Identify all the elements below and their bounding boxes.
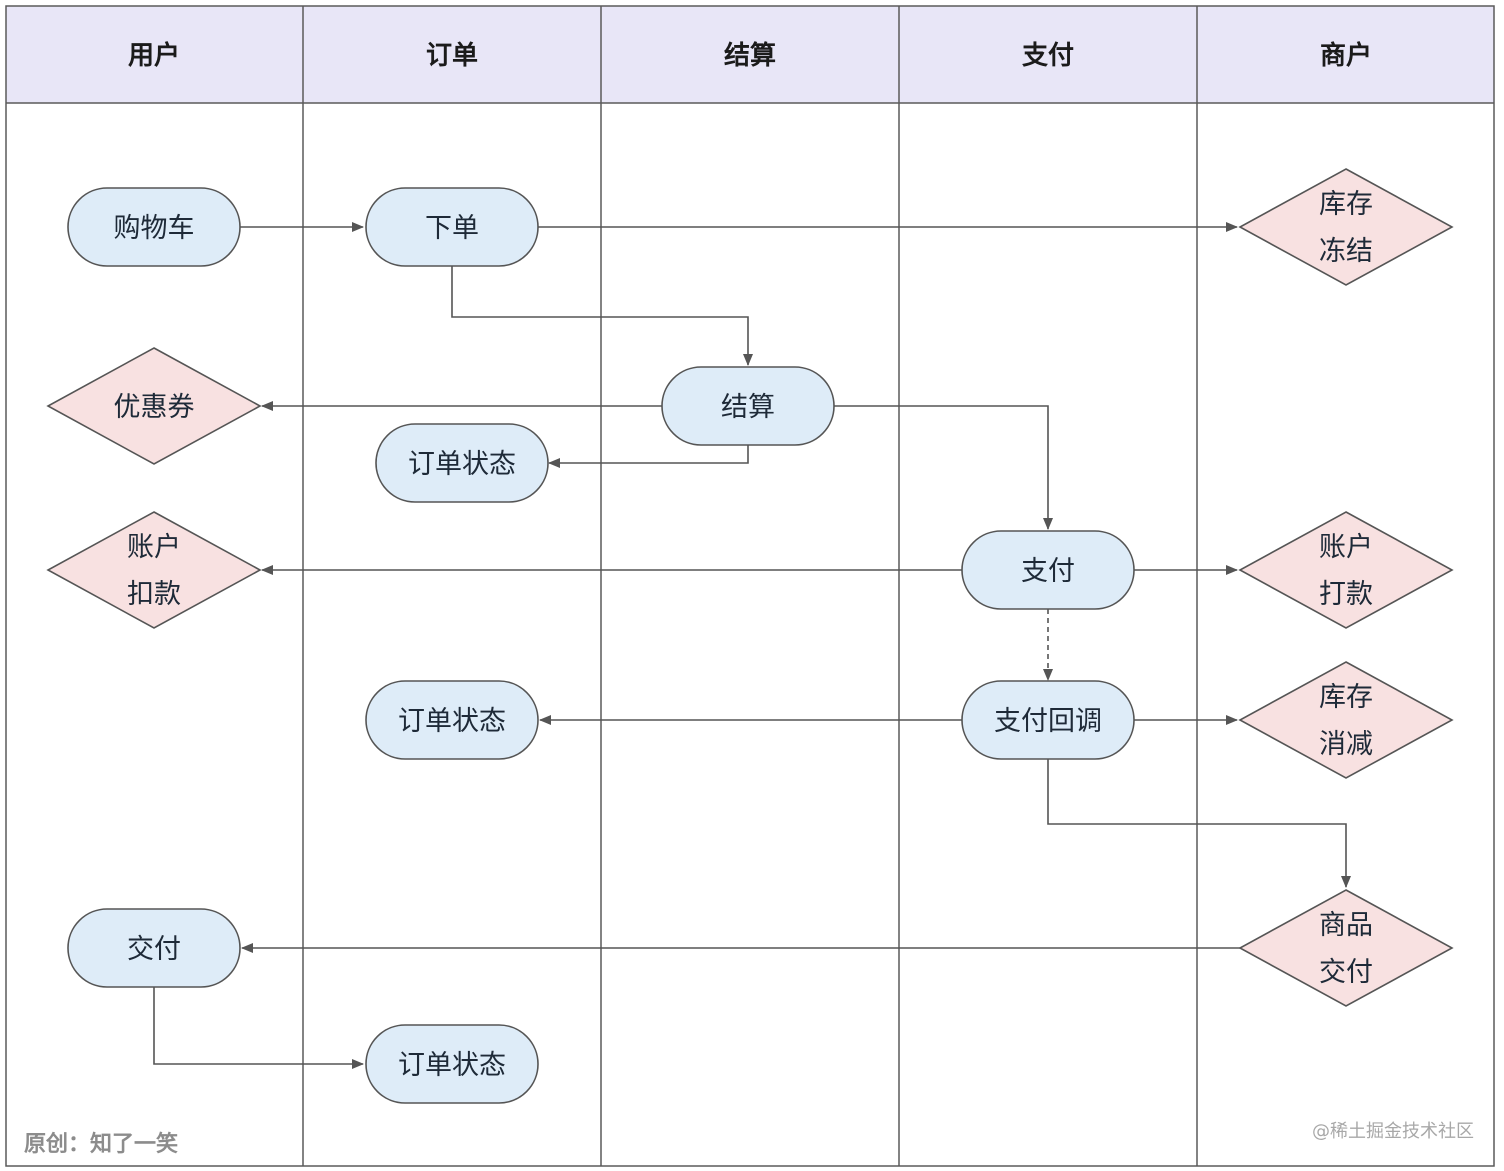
node-cart: 购物车 <box>67 187 241 267</box>
node-stock-freeze: 库存 冻结 <box>1238 168 1454 286</box>
lane-title-order: 订单 <box>426 41 478 71</box>
edge-pay-callback-to-goods-delivery <box>1047 759 1351 888</box>
credit-text: 原创：知了一笑 <box>24 1131 178 1157</box>
lane-title-checkout: 结算 <box>724 40 776 71</box>
node-order-status-1: 订单状态 <box>375 423 549 503</box>
node-pay-label: 支付 <box>1021 556 1075 587</box>
node-place-order-label: 下单 <box>425 213 479 244</box>
node-order-status-3: 订单状态 <box>365 1024 539 1104</box>
node-goods-delivery-line-2: 交付 <box>1319 957 1373 988</box>
node-pay: 支付 <box>961 530 1135 610</box>
lane-header-band <box>6 6 1494 103</box>
node-stock-deduct: 库存 消减 <box>1238 661 1454 779</box>
node-pay-callback: 支付回调 <box>961 680 1135 760</box>
node-account-debit-line-2: 扣款 <box>127 579 181 610</box>
node-account-transfer-line-2: 打款 <box>1319 579 1373 610</box>
node-stock-freeze-line-2: 冻结 <box>1319 236 1373 267</box>
node-goods-delivery: 商品 交付 <box>1238 889 1454 1007</box>
edge-checkout-to-order-status-1 <box>548 445 749 468</box>
node-cart-label: 购物车 <box>114 213 195 244</box>
node-deliver: 交付 <box>67 908 241 988</box>
lane-title-merchant: 商户 <box>1320 40 1372 71</box>
node-checkout: 结算 <box>661 366 835 446</box>
node-order-status-2: 订单状态 <box>365 680 539 760</box>
node-account-debit: 账户 扣款 <box>46 511 262 629</box>
node-deliver-label: 交付 <box>127 934 181 965</box>
lane-title-user: 用户 <box>128 40 180 71</box>
watermark-text: @稀土掘金技术社区 <box>1312 1121 1474 1142</box>
node-stock-deduct-line-2: 消减 <box>1319 729 1373 760</box>
node-place-order: 下单 <box>365 187 539 267</box>
lane-frame <box>5 5 1495 1167</box>
edges <box>153 222 1351 1069</box>
node-stock-deduct-line-1: 库存 <box>1319 682 1373 713</box>
edge-place-order-to-checkout <box>451 266 753 366</box>
node-account-debit-line-1: 账户 <box>127 532 181 563</box>
node-checkout-label: 结算 <box>721 392 775 423</box>
node-coupon: 优惠券 <box>46 347 262 465</box>
lane-title-payment: 支付 <box>1022 41 1074 71</box>
edge-deliver-to-order-status-3 <box>153 987 364 1069</box>
node-order-status-1-label: 订单状态 <box>408 449 516 480</box>
node-order-status-2-label: 订单状态 <box>398 706 506 737</box>
node-order-status-3-label: 订单状态 <box>398 1050 506 1081</box>
node-stock-freeze-line-1: 库存 <box>1319 189 1373 220</box>
node-pay-callback-label: 支付回调 <box>994 706 1102 737</box>
edge-checkout-to-pay <box>834 405 1053 530</box>
node-goods-delivery-line-1: 商品 <box>1319 910 1373 941</box>
node-account-transfer: 账户 打款 <box>1238 511 1454 629</box>
node-account-transfer-line-1: 账户 <box>1319 532 1373 563</box>
node-coupon-label: 优惠券 <box>114 392 195 423</box>
